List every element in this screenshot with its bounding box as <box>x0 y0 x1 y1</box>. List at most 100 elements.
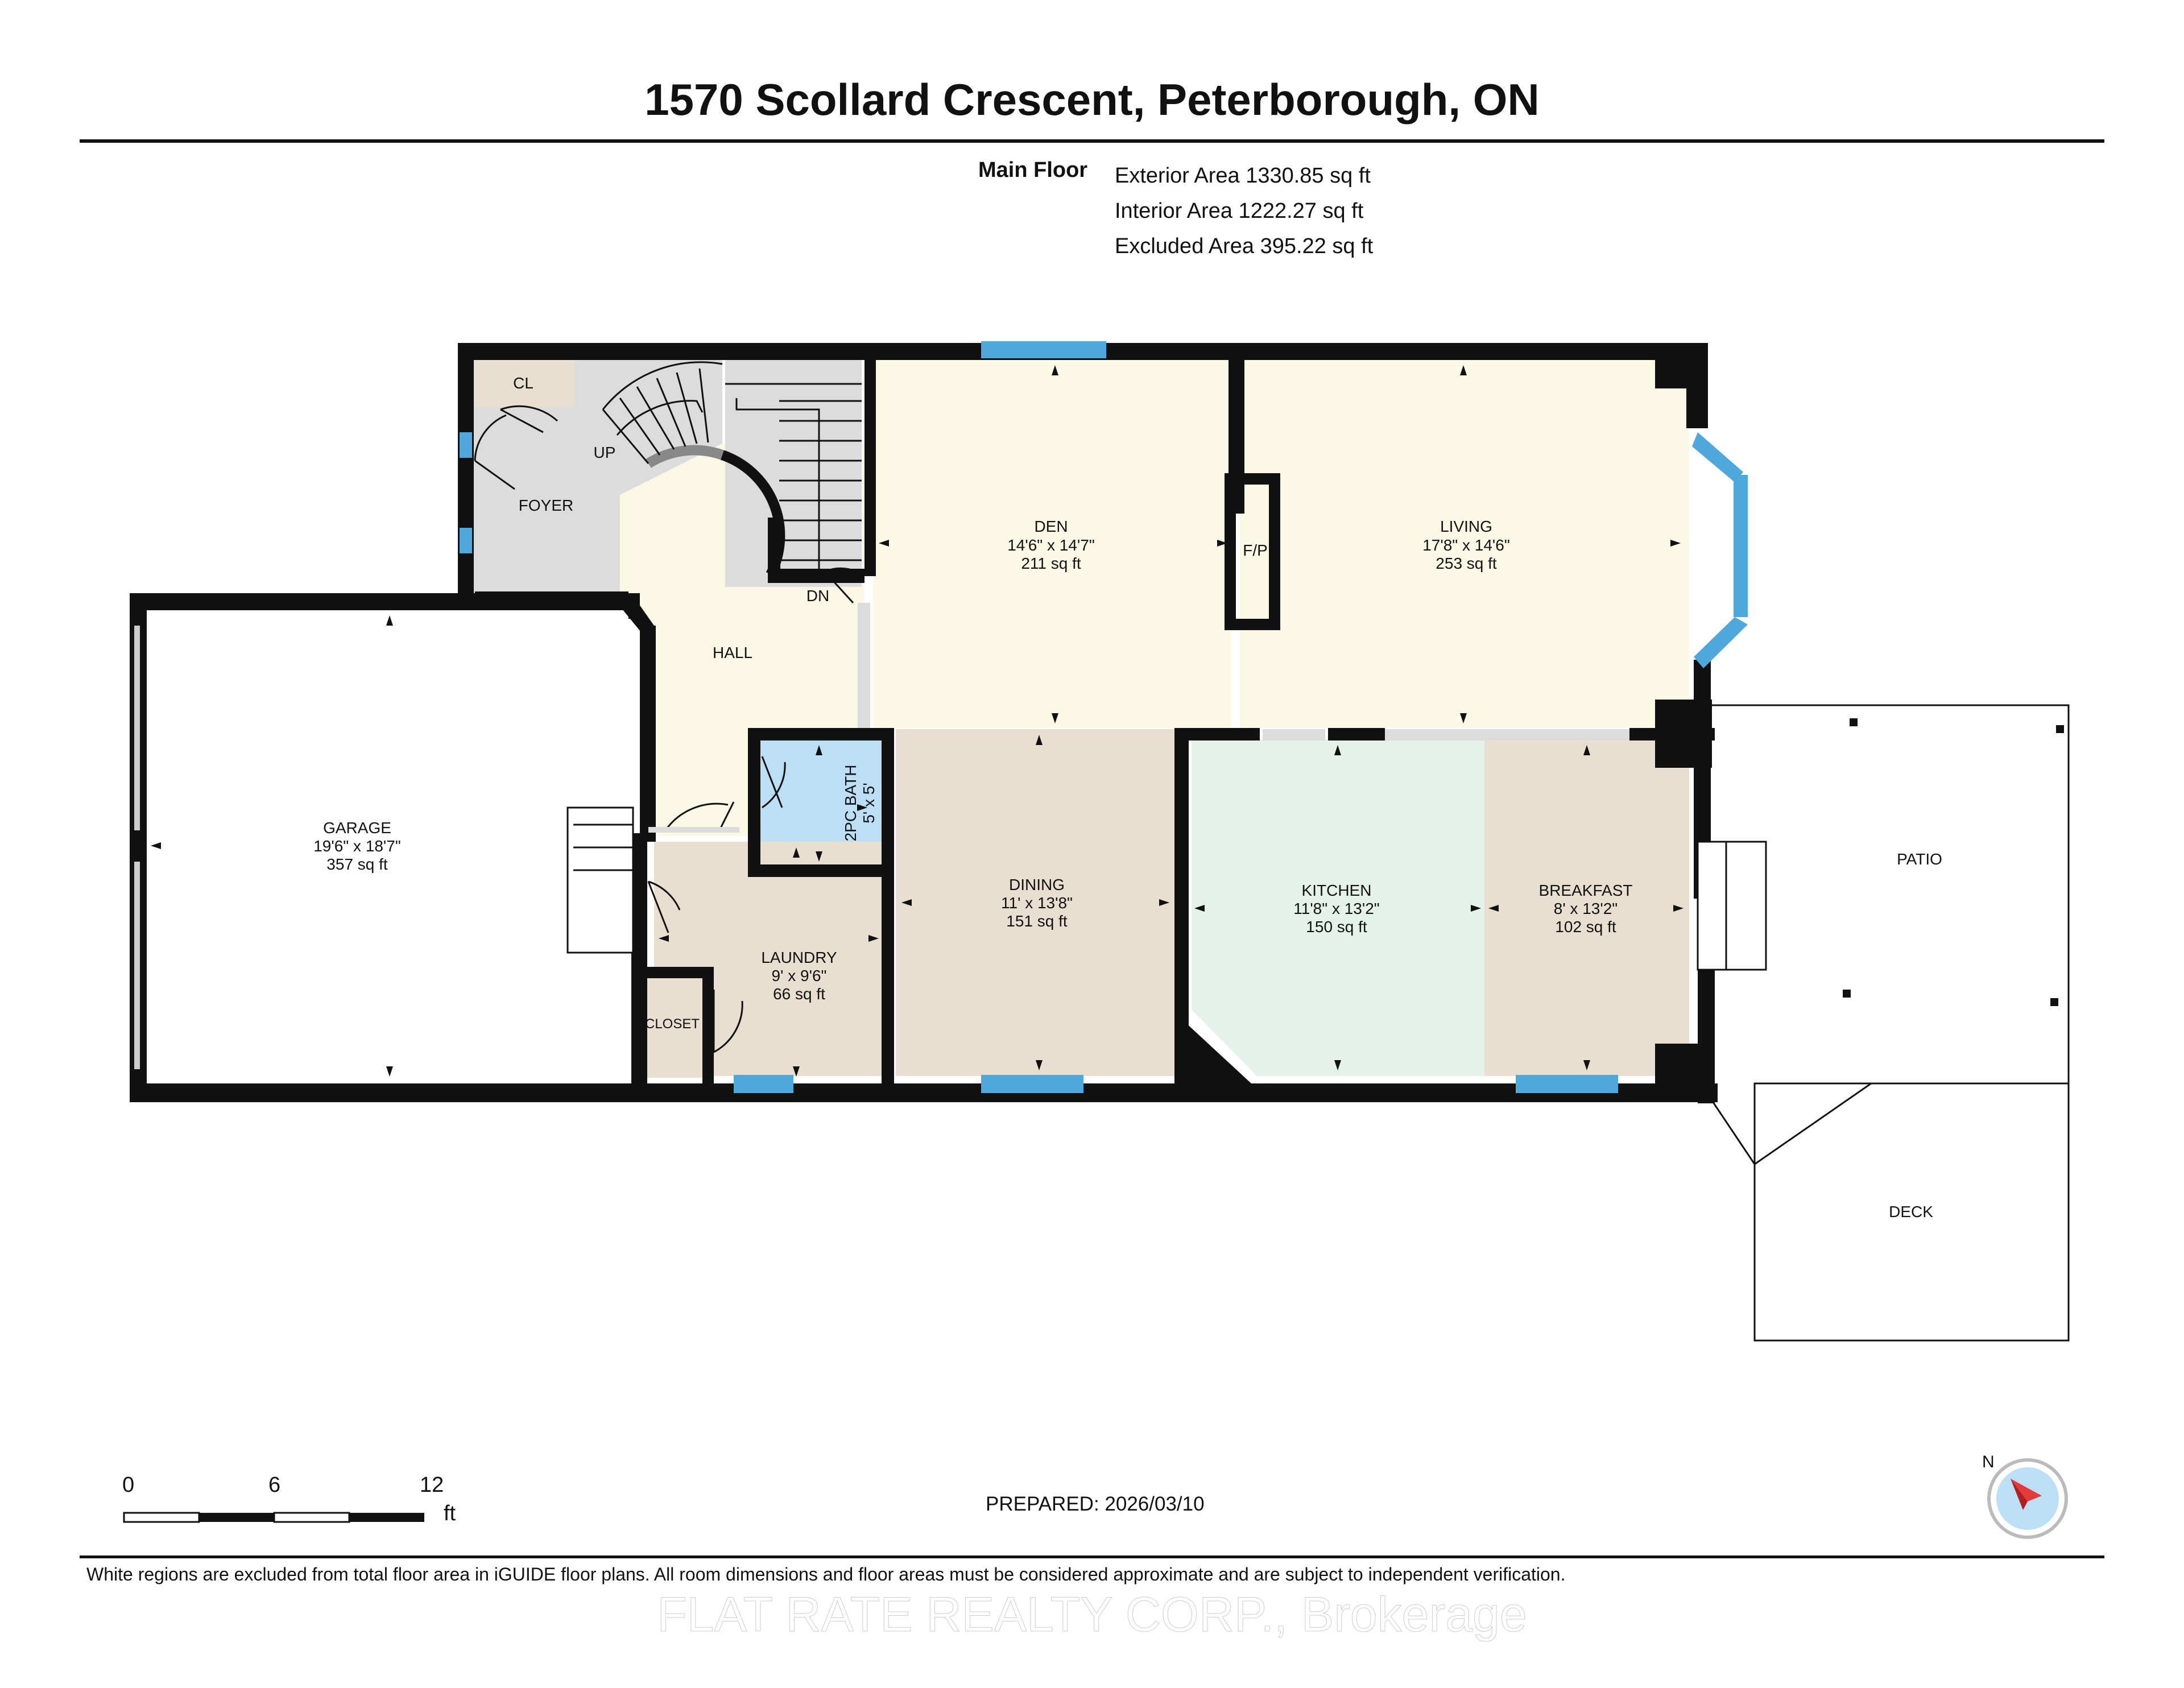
living-fill-2 <box>1240 359 1689 728</box>
scale-unit: ft <box>444 1501 456 1525</box>
laundry-area: 66 sq ft <box>773 985 825 1003</box>
wall <box>702 967 714 1083</box>
kitchen-dims: 11'8" x 13'2" <box>1293 900 1379 917</box>
breakfast-name: BREAKFAST <box>1539 882 1633 899</box>
wall <box>1328 728 1385 740</box>
cl-label: CL <box>513 374 533 392</box>
wall <box>748 864 893 877</box>
kitchen-area: 150 sq ft <box>1306 918 1367 936</box>
windows <box>460 341 1748 1093</box>
laundry-dims: 9' x 9'6" <box>772 967 827 984</box>
wall <box>130 1083 1718 1102</box>
walls <box>130 343 1718 1103</box>
living-name: LIVING <box>1440 518 1492 535</box>
closet-label: CLOSET <box>645 1016 700 1032</box>
wall <box>864 360 876 576</box>
room-fills <box>136 358 1689 1081</box>
den-area: 211 sq ft <box>1021 555 1081 572</box>
dining-dims: 11' x 13'8" <box>1001 894 1073 912</box>
window <box>460 432 472 458</box>
door-swings <box>474 405 862 1053</box>
dn-label: DN <box>806 587 829 605</box>
window <box>1516 1075 1618 1093</box>
living-area: 253 sq ft <box>1436 555 1497 572</box>
bath-name: 2PC BATH <box>842 765 859 842</box>
wall <box>1174 1012 1251 1083</box>
bath-dims: 5' x 5' <box>860 783 878 823</box>
hall-label: HALL <box>713 644 752 661</box>
garage-side-windows <box>134 626 140 1069</box>
garage-area: 357 sq ft <box>326 855 388 873</box>
curved-stair <box>602 361 785 577</box>
wall <box>475 591 628 597</box>
garage-wall-post <box>130 830 147 862</box>
wall <box>640 626 656 842</box>
cl-fill <box>472 358 574 407</box>
scale-mid: 6 <box>268 1473 281 1497</box>
up-label: UP <box>594 444 616 461</box>
wall <box>1655 700 1712 768</box>
plan-title: 1570 Scollard Crescent, Peterborough, ON <box>644 75 1540 125</box>
patio-label: PATIO <box>1897 850 1942 868</box>
wall <box>748 728 760 876</box>
breakfast-fill <box>1484 739 1689 1076</box>
straight-stair <box>725 383 862 569</box>
window <box>1694 617 1748 668</box>
window <box>1692 432 1743 482</box>
deck-label: DECK <box>1889 1203 1933 1221</box>
wall <box>882 728 894 1100</box>
wall <box>1655 360 1686 388</box>
title-divider <box>80 139 2104 143</box>
fireplace <box>1225 473 1280 630</box>
window <box>1734 475 1748 617</box>
patio-posts <box>1843 718 2064 1006</box>
brokerage-watermark: FLAT RATE REALTY CORP., Brokerage <box>657 1587 1527 1643</box>
footer-divider <box>80 1555 2104 1558</box>
scale-bar <box>123 1512 424 1523</box>
kitchen-fill <box>1192 739 1484 1076</box>
breakfast-area: 102 sq ft <box>1555 918 1616 936</box>
breakfast-dims: 8' x 13'2" <box>1554 900 1618 917</box>
dining-area: 151 sq ft <box>1006 912 1068 930</box>
room-labels: CL FOYER UP DN HALL F/P DEN 14'6" x 14'7… <box>313 374 1942 1221</box>
fp-label: F/P <box>1243 541 1268 559</box>
patio-deck <box>1711 704 2070 1342</box>
kitchen-name: KITCHEN <box>1302 882 1372 899</box>
wall <box>1174 728 1260 740</box>
exterior-area: Exterior Area 1330.85 sq ft <box>1115 164 1371 188</box>
den-fill <box>873 359 1231 728</box>
wall <box>631 967 711 978</box>
dining-name: DINING <box>1009 876 1065 893</box>
wall <box>1655 1044 1712 1083</box>
laundry-name: LAUNDRY <box>761 949 837 966</box>
interior-area: Interior Area 1222.27 sq ft <box>1115 199 1364 223</box>
den-dims: 14'6" x 14'7" <box>1007 536 1095 554</box>
floor-label: Main Floor <box>978 158 1088 182</box>
wall <box>631 967 643 1083</box>
dimension-arrows <box>151 365 1684 1077</box>
partitions <box>858 603 1629 740</box>
foyer-label: FOYER <box>519 497 573 514</box>
wall <box>458 343 474 593</box>
garage-dims: 19'6" x 18'7" <box>313 837 401 855</box>
wall <box>748 728 893 740</box>
scale-zero: 0 <box>122 1473 135 1497</box>
wall <box>617 593 654 634</box>
dining-fill <box>896 729 1174 1076</box>
wall <box>1686 343 1708 428</box>
window <box>981 341 1106 358</box>
garage-name: GARAGE <box>323 819 391 837</box>
window <box>734 1075 793 1093</box>
compass-icon: N <box>1982 1453 2068 1539</box>
living-dims: 17'8" x 14'6" <box>1422 536 1510 554</box>
scale-max: 12 <box>420 1473 444 1497</box>
excluded-area: Excluded Area 395.22 sq ft <box>1115 234 1374 258</box>
wall <box>768 569 864 583</box>
compass-north-label: N <box>1982 1453 1995 1471</box>
garage-fill <box>136 609 631 1081</box>
patio-steps <box>1697 841 1767 971</box>
prepared-date: PREPARED: 2026/03/10 <box>986 1493 1205 1515</box>
window <box>460 528 472 553</box>
closet-fill <box>637 973 708 1078</box>
